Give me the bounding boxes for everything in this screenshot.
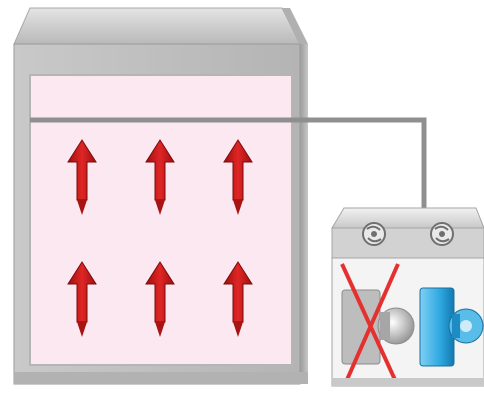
disabled-compressor — [340, 263, 415, 383]
active-compressor — [419, 287, 484, 367]
arrow-up-icon — [145, 261, 175, 337]
enclosure-top — [13, 7, 301, 45]
fan-icon — [362, 222, 386, 246]
x-mark-icon — [340, 263, 400, 383]
arrow-up-icon — [223, 139, 253, 215]
arrow-up-icon — [67, 261, 97, 337]
fan-icon — [430, 222, 454, 246]
heat-arrows — [67, 139, 253, 337]
arrow-up-icon — [145, 139, 175, 215]
cooling-unit-top — [331, 207, 484, 229]
arrow-up-icon — [67, 139, 97, 215]
cooling-unit-base — [332, 378, 484, 386]
enclosure-bottom — [14, 372, 308, 384]
enclosure-right-side — [300, 44, 308, 384]
cooling-unit-fan-panel — [331, 227, 484, 259]
arrow-up-icon — [223, 261, 253, 337]
cooling-unit — [331, 207, 484, 387]
enclosure-top-right — [282, 8, 308, 44]
